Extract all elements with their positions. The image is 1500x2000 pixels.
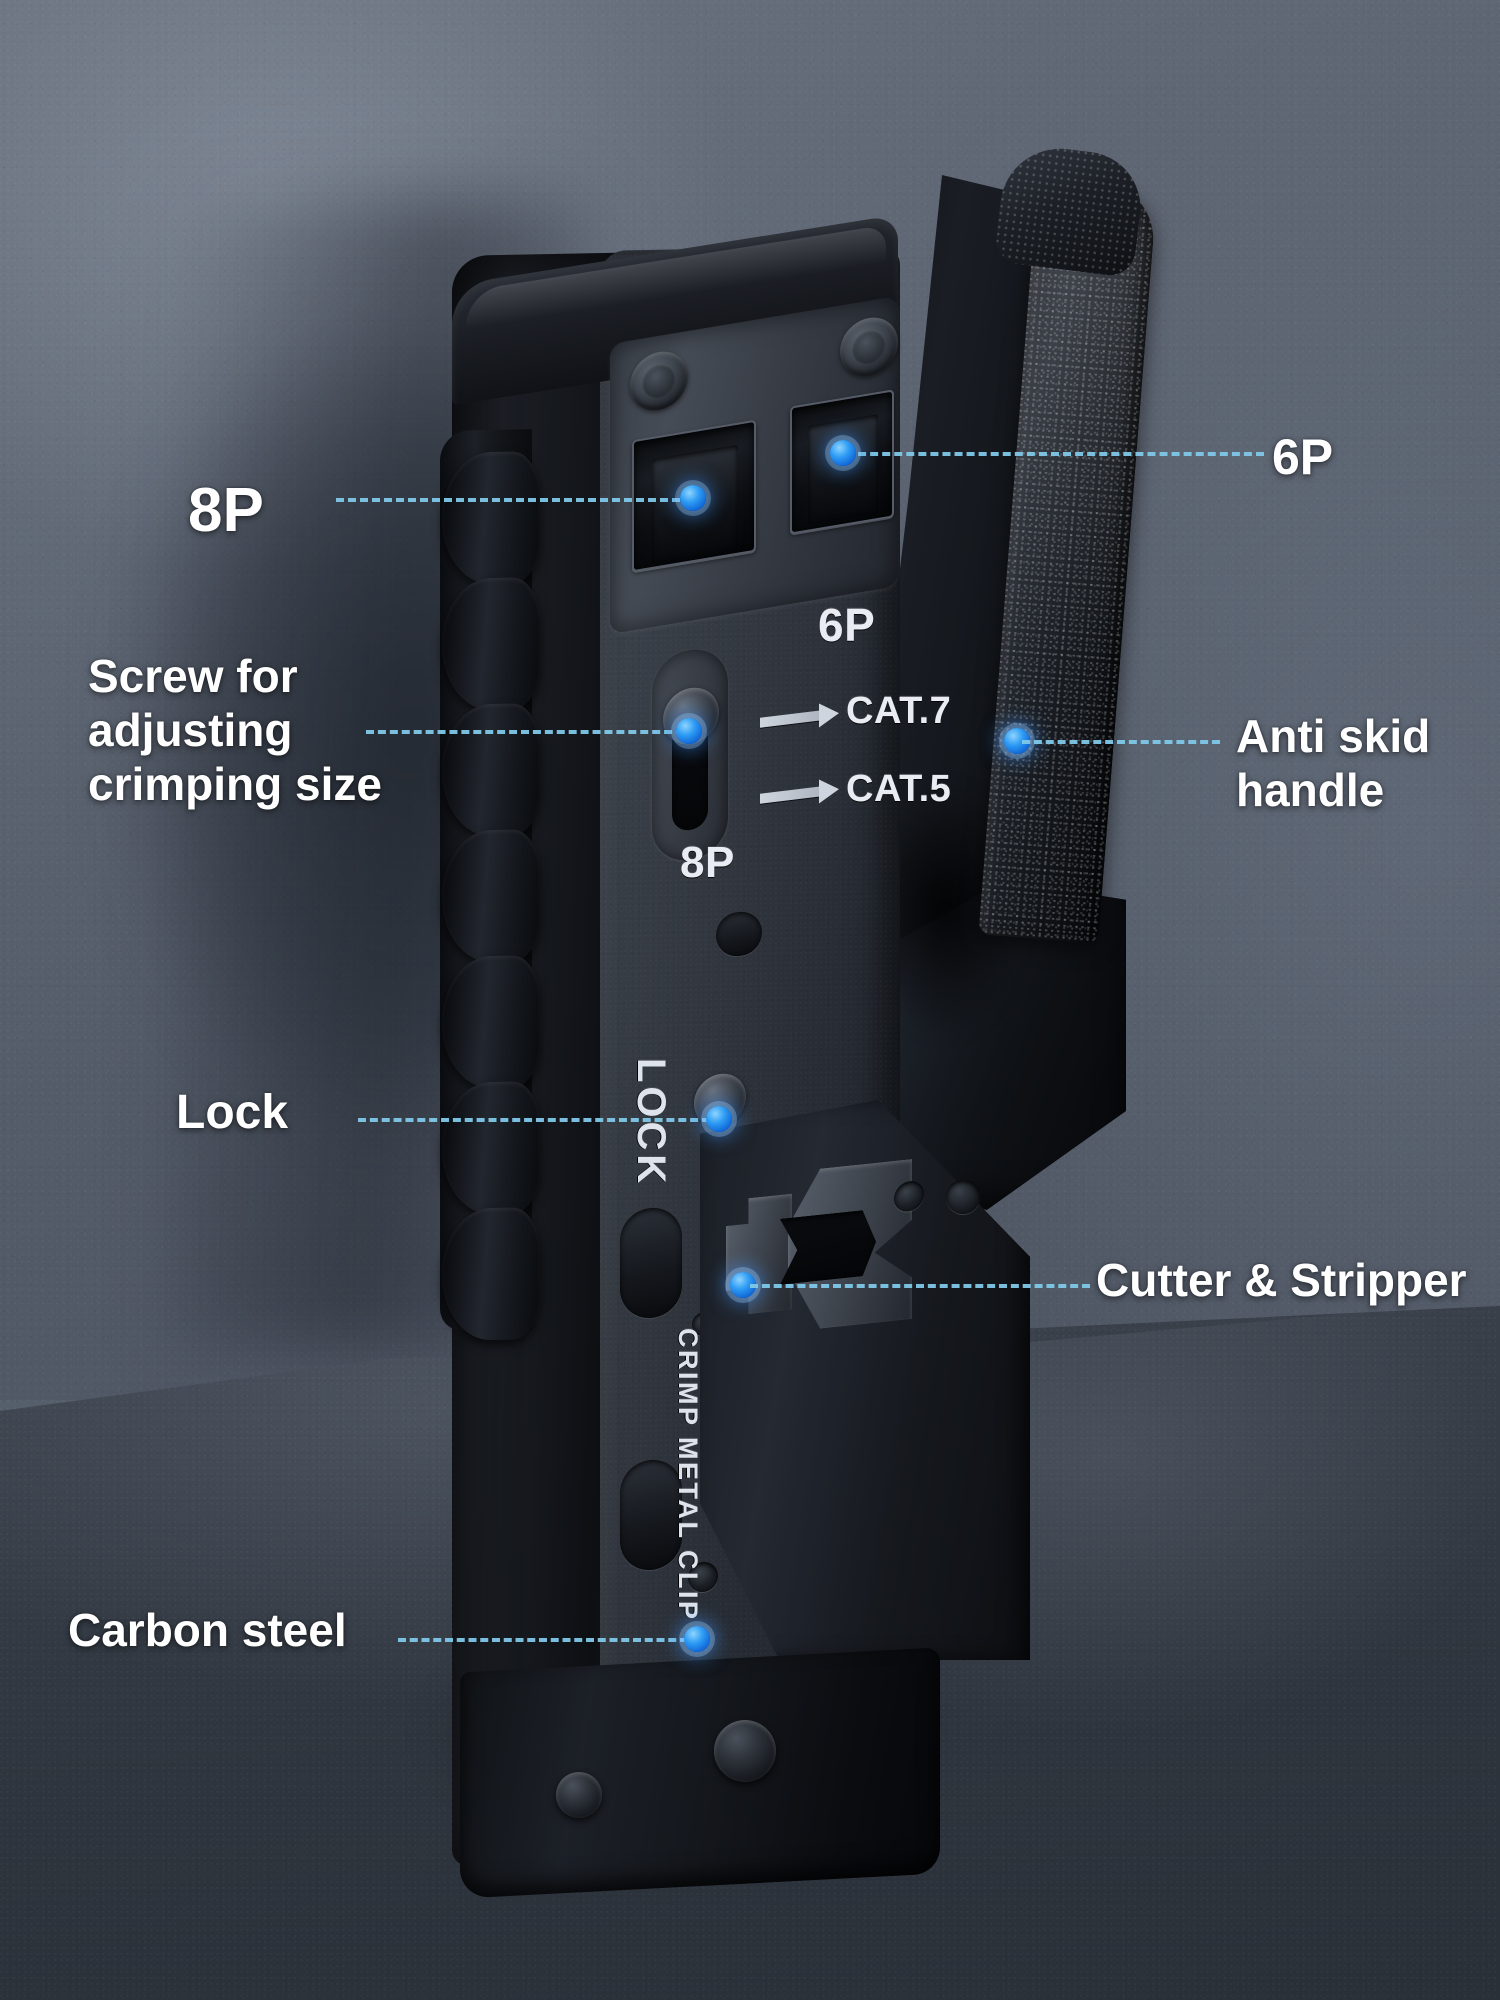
callout-line-cutter bbox=[750, 1284, 1090, 1288]
engraving-lock: LOCK bbox=[629, 1058, 673, 1188]
bottom-rivet-left bbox=[556, 1772, 602, 1818]
callout-line-adjust-screw bbox=[366, 730, 684, 734]
grip-ridge bbox=[442, 829, 540, 963]
engraving-8p: 8P bbox=[680, 838, 735, 887]
engraving-cat5: CAT.5 bbox=[846, 768, 952, 810]
grip-ridge bbox=[442, 451, 540, 585]
callout-dot-8p bbox=[680, 485, 706, 511]
grip-ridge bbox=[442, 577, 540, 711]
grip-ridge bbox=[442, 703, 540, 837]
pivot-hole bbox=[946, 1180, 980, 1214]
callout-label-adjust-screw: Screw for adjusting crimping size bbox=[88, 650, 382, 810]
callout-dot-lock bbox=[706, 1106, 732, 1132]
crimp-slot-6p-cavity bbox=[808, 414, 878, 524]
callout-line-8p bbox=[336, 498, 692, 502]
bottom-rivet-right bbox=[714, 1720, 776, 1782]
handle-top-cap-texture bbox=[993, 141, 1147, 279]
engraving-6p: 6P bbox=[818, 599, 876, 651]
tool-bottom-block bbox=[460, 1647, 940, 1899]
callout-line-6p bbox=[846, 452, 1264, 456]
callout-label-lock: Lock bbox=[176, 1086, 289, 1139]
callout-line-lock bbox=[358, 1118, 710, 1122]
callout-line-carbon-steel bbox=[398, 1638, 688, 1642]
callout-label-anti-skid: Anti skid handle bbox=[1236, 710, 1431, 816]
grip-ridge bbox=[442, 1081, 540, 1215]
callout-label-6p: 6P bbox=[1272, 429, 1334, 485]
callout-dot-adjust-screw bbox=[676, 718, 702, 744]
cutter-jaw-left bbox=[726, 1194, 792, 1317]
grip-ridge bbox=[442, 1207, 540, 1341]
grip-ridge bbox=[442, 955, 540, 1089]
cutter-stripper-assembly bbox=[726, 1143, 946, 1366]
body-pill-slot-upper bbox=[620, 1205, 682, 1321]
callout-line-anti-skid bbox=[1022, 740, 1220, 744]
callout-label-carbon-steel: Carbon steel bbox=[68, 1604, 347, 1656]
engraving-cat7: CAT.7 bbox=[846, 690, 952, 732]
callout-label-cutter: Cutter & Stripper bbox=[1096, 1254, 1467, 1306]
callout-dot-6p bbox=[830, 440, 856, 466]
engraving-crimp-metal-clip: CRIMP METAL CLIP bbox=[673, 1328, 703, 1622]
callout-dot-carbon-steel bbox=[684, 1626, 710, 1652]
callout-label-8p: 8P bbox=[188, 476, 264, 545]
